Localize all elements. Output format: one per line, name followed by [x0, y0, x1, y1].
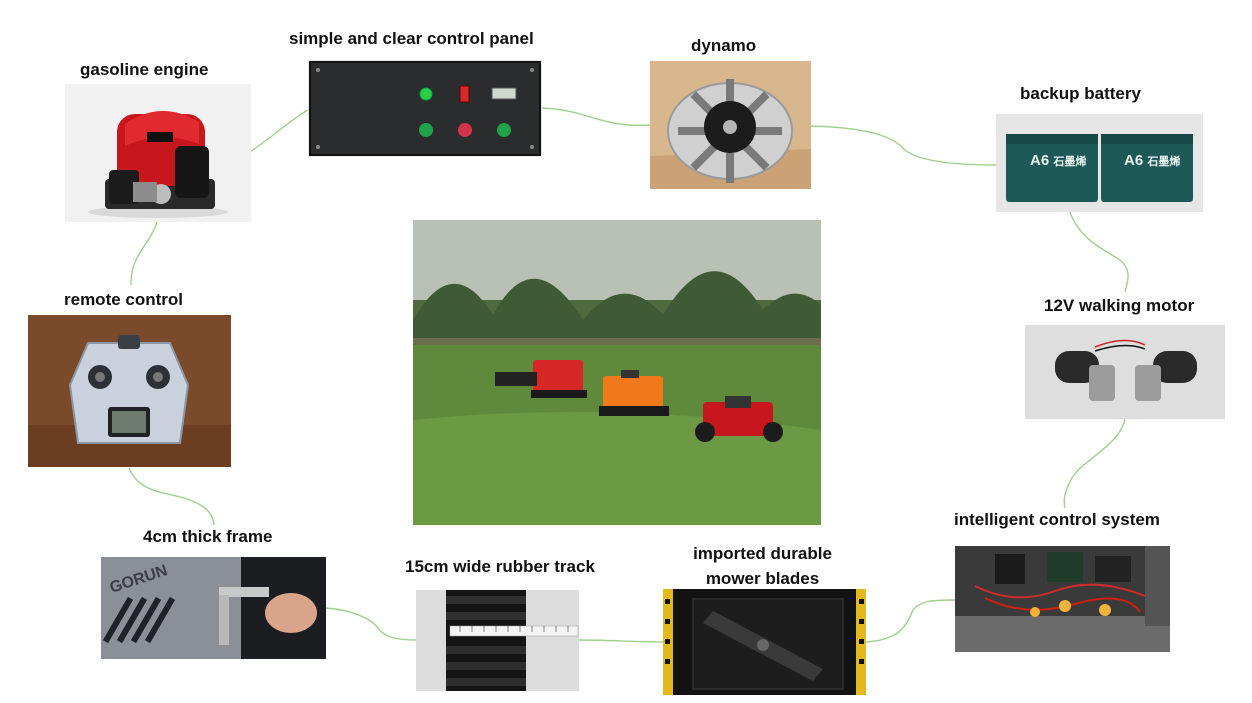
label-remote-control: remote control: [64, 290, 184, 309]
control-panel-image: [308, 60, 542, 157]
connector-battery-motor: [1069, 211, 1129, 293]
mower-blades-image: [663, 589, 866, 695]
dynamo-image: [650, 61, 811, 189]
connector-track-blades: [578, 639, 664, 643]
connector-engine-panel: [249, 109, 309, 153]
connector-frame-track: [324, 607, 417, 641]
connector-dynamo-battery: [810, 125, 997, 166]
battery-1-brand: 石墨烯: [1053, 156, 1087, 168]
intelligent-control-system-image: [955, 546, 1170, 652]
battery-2-text: A6 石墨烯: [1124, 152, 1180, 169]
connector-blades-control: [865, 599, 956, 643]
connector-panel-dynamo: [541, 107, 651, 127]
label-intelligent-control: intelligent control system: [954, 510, 1160, 529]
label-dynamo: dynamo: [691, 36, 757, 55]
battery-1-model: A6: [1030, 152, 1050, 169]
connector-engine-remote: [130, 221, 158, 286]
connector-motor-control: [1063, 418, 1126, 509]
label-frame: 4cm thick frame: [143, 527, 273, 546]
rubber-track-image: [416, 590, 579, 691]
robot-mowers-lawn-image: [413, 220, 821, 525]
label-blades-line1: imported durable: [693, 544, 832, 563]
battery-2-brand: 石墨烯: [1147, 156, 1181, 168]
frame-thickness-image: GORUN: [101, 557, 326, 659]
walking-motor-image: [1025, 325, 1225, 419]
connector-remote-frame: [128, 467, 215, 526]
label-control-panel: simple and clear control panel: [289, 29, 534, 48]
battery-2-model: A6: [1124, 152, 1144, 169]
label-rubber-track: 15cm wide rubber track: [405, 557, 595, 576]
backup-battery-image: A6 石墨烯 A6 石墨烯: [996, 114, 1203, 212]
label-blades-line2: mower blades: [705, 569, 820, 588]
remote-control-image: [28, 315, 231, 467]
label-walking-motor: 12V walking motor: [1044, 296, 1195, 315]
battery-1-text: A6 石墨烯: [1030, 152, 1086, 169]
label-gasoline-engine: gasoline engine: [80, 60, 209, 79]
gasoline-engine-image: [65, 84, 251, 222]
label-blades: imported durable mower blades: [680, 541, 845, 591]
label-backup-battery: backup battery: [1020, 84, 1141, 103]
